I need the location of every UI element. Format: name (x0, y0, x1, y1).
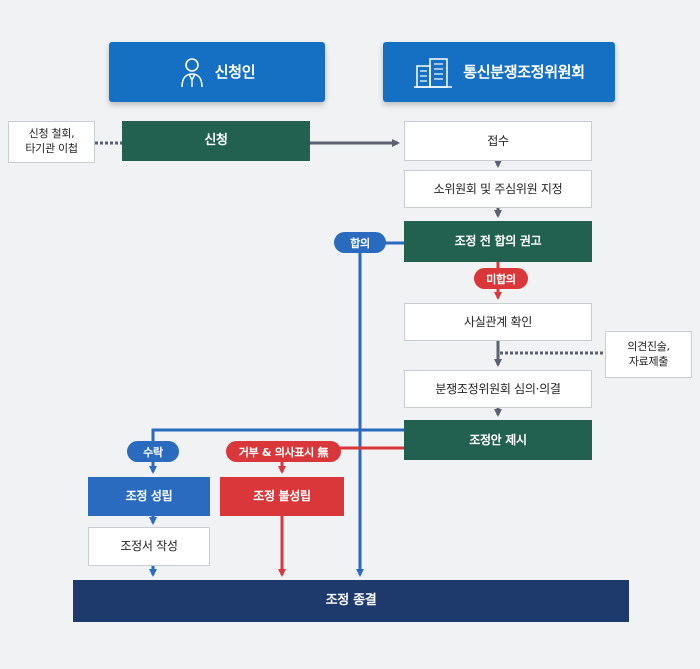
reject-pill-text: 거부 & 의사표시 無 (238, 445, 329, 459)
application-step: 신청 (122, 121, 310, 161)
deliberation-label: 분쟁조정위원회 심의·의결 (435, 381, 561, 396)
end-label: 조정 종결 (325, 593, 377, 609)
arrow-agreement-to-end (356, 241, 404, 577)
fact-check-step: 사실관계 확인 (404, 303, 592, 341)
application-label: 신청 (204, 133, 228, 149)
building-icon (413, 56, 453, 88)
applicant-header: 신청인 (109, 42, 325, 102)
disagreement-pill: 미합의 (474, 268, 528, 289)
accept-pill-text: 수락 (143, 445, 163, 459)
statement-note-text: 의견진술, 자료제출 (627, 339, 670, 368)
reject-pill: 거부 & 의사표시 無 (226, 441, 341, 462)
designation-step: 소위원회 및 주심위원 지정 (404, 170, 592, 208)
failure-step: 조정 불성립 (220, 477, 344, 516)
fact-check-label: 사실관계 확인 (464, 314, 532, 329)
proposal-label: 조정안 제시 (469, 432, 527, 447)
receipt-label: 접수 (487, 133, 509, 148)
withdrawal-note: 신청 철회, 타기관 이첩 (8, 121, 95, 163)
deliberation-step: 분쟁조정위원회 심의·의결 (404, 370, 592, 408)
accept-pill: 수락 (127, 441, 179, 462)
end-step: 조정 종결 (73, 580, 629, 622)
failure-label: 조정 불성립 (253, 489, 311, 504)
receipt-step: 접수 (404, 121, 592, 161)
disagreement-pill-text: 미합의 (486, 272, 516, 286)
recommendation-label: 조정 전 합의 권고 (454, 234, 542, 249)
document-label: 조정서 작성 (120, 539, 178, 554)
proposal-step: 조정안 제시 (404, 420, 592, 460)
statement-note: 의견진술, 자료제출 (605, 331, 692, 378)
agreement-pill-text: 합의 (350, 236, 370, 250)
withdrawal-note-text: 신청 철회, 타기관 이첩 (25, 127, 78, 155)
applicant-title: 신청인 (214, 62, 256, 81)
recommendation-step: 조정 전 합의 권고 (404, 221, 592, 262)
person-icon (179, 56, 205, 88)
designation-label: 소위원회 및 주심위원 지정 (433, 181, 563, 196)
success-step: 조정 성립 (88, 477, 210, 516)
committee-title: 통신분쟁조정위원회 (463, 62, 585, 81)
committee-header: 통신분쟁조정위원회 (383, 42, 615, 102)
success-label: 조정 성립 (125, 489, 173, 504)
document-step: 조정서 작성 (88, 527, 210, 566)
agreement-pill: 합의 (334, 232, 386, 253)
